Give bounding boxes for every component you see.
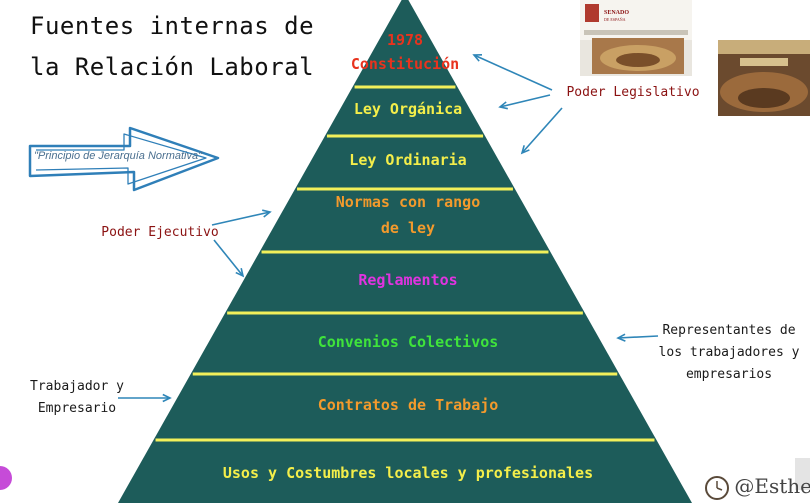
title-line-1: Fuentes internas de <box>30 12 315 40</box>
senado-photo: SENADO DE ESPAÑA <box>580 0 692 76</box>
representantes-line-3: empresarios <box>685 367 773 382</box>
level-constitucion-year: 1978 <box>386 31 424 49</box>
level-contratos: Contratos de Trabajo <box>317 396 499 414</box>
level-normas-line-1: Normas con rango <box>335 193 481 211</box>
level-normas-line-2: de ley <box>380 219 436 237</box>
coat-of-arms-icon <box>585 4 599 22</box>
poder-ejecutivo-label: Poder Ejecutivo <box>101 225 219 240</box>
svg-text:SENADO: SENADO <box>604 10 629 16</box>
annotation-arrows <box>118 53 659 403</box>
svg-text:DE ESPAÑA: DE ESPAÑA <box>604 17 626 22</box>
title-line-2: la Relación Laboral <box>30 53 315 81</box>
level-ley-organica: Ley Orgánica <box>353 100 463 118</box>
author-handle: @Esthe <box>734 474 810 498</box>
level-convenios: Convenios Colectivos <box>317 333 499 351</box>
level-constitucion: 1978 Constitución <box>330 28 480 76</box>
ejecutivo-arrow-2 <box>213 239 245 278</box>
level-normas-rango-ley: Normas con rango de ley <box>270 189 546 241</box>
page-title: Fuentes internas de la Relación Laboral <box>30 6 314 88</box>
level-constitucion-name: Constitución <box>350 55 460 73</box>
legislativo-arrow-2 <box>498 94 551 110</box>
pyramid-separators <box>155 85 655 442</box>
legislativo-arrow-1 <box>472 53 553 91</box>
trabajador-empresario-label: Trabajador y Empresario <box>22 376 132 420</box>
trabajador-arrow <box>118 393 172 403</box>
representantes-line-1: Representantes de <box>662 323 796 338</box>
representantes-arrow <box>616 333 659 342</box>
legislativo-arrow-3 <box>520 107 563 155</box>
level-ley-ordinaria: Ley Ordinaria <box>349 151 467 169</box>
hierarchy-arrow <box>28 126 220 192</box>
trabajador-line-2: Empresario <box>37 401 117 416</box>
poder-legislativo-label: Poder Legislativo <box>566 85 700 100</box>
trabajador-line-1: Trabajador y <box>30 379 124 394</box>
level-usos-costumbres: Usos y Costumbres locales y profesionale… <box>222 464 594 482</box>
hierarchy-principle-label: "Principio de Jerarquía Normativa" <box>34 150 202 162</box>
circle-icon <box>0 466 12 490</box>
representantes-line-2: los trabajadores y <box>658 345 800 360</box>
level-reglamentos: Reglamentos <box>358 271 458 289</box>
ejecutivo-arrow-1 <box>211 209 272 226</box>
congreso-photo <box>718 40 810 116</box>
representantes-label: Representantes de los trabajadores y emp… <box>656 320 802 386</box>
